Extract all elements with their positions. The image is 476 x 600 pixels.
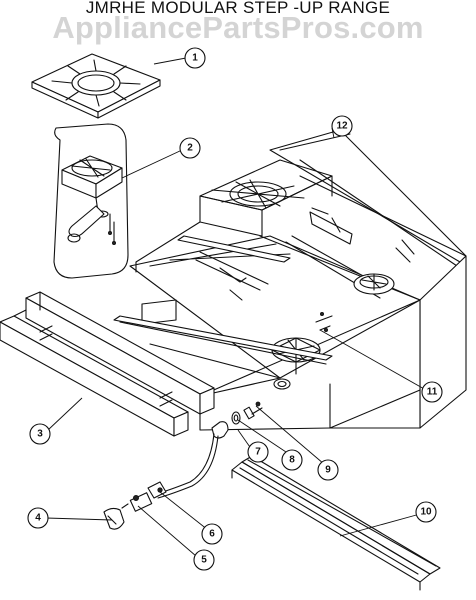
svg-text:12: 12 <box>336 121 348 132</box>
svg-text:6: 6 <box>209 529 215 540</box>
callout-1: 1 <box>184 47 206 69</box>
range-body-part <box>113 129 467 431</box>
callout-2: 2 <box>179 137 201 159</box>
svg-text:1: 1 <box>192 53 198 64</box>
burner-assembly-part <box>53 123 129 279</box>
kick-plate-part <box>231 455 441 591</box>
svg-text:11: 11 <box>427 387 438 398</box>
svg-text:9: 9 <box>325 465 331 476</box>
callout-10: 10 <box>415 501 437 523</box>
callout-7: 7 <box>247 441 269 463</box>
callout-8: 8 <box>281 449 303 471</box>
svg-text:8: 8 <box>289 455 295 466</box>
callout-6: 6 <box>201 523 223 545</box>
callout-12: 12 <box>331 115 353 137</box>
callout-5: 5 <box>193 549 215 571</box>
svg-text:3: 3 <box>37 429 43 440</box>
callout-3: 3 <box>29 423 51 445</box>
leader-lines <box>45 57 427 557</box>
svg-text:5: 5 <box>201 555 207 566</box>
diagram-title: JMRHE MODULAR STEP -UP RANGE <box>85 0 391 17</box>
gas-supply-tube-part <box>155 421 229 499</box>
watermark: AppliancePartsPros.com <box>52 10 424 45</box>
burner-grate-part <box>31 53 161 119</box>
valve-and-knob-part <box>103 481 167 530</box>
svg-text:7: 7 <box>255 447 261 458</box>
callout-9: 9 <box>317 459 339 481</box>
front-trim-rail-part <box>0 291 215 437</box>
svg-text:4: 4 <box>35 513 41 524</box>
callout-4: 4 <box>27 507 49 529</box>
svg-text:10: 10 <box>420 507 432 518</box>
valve-fittings-part <box>231 401 263 425</box>
callout-11: 11 <box>421 381 443 403</box>
svg-text:2: 2 <box>187 143 193 154</box>
